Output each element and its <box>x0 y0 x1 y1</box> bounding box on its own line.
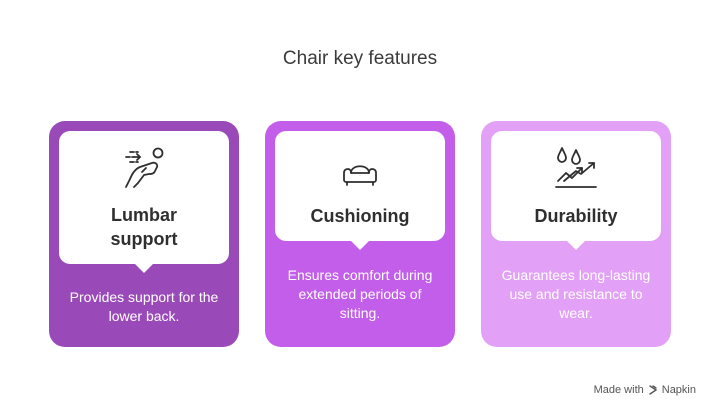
made-with-napkin-badge[interactable]: Made with Napkin <box>594 384 696 396</box>
feature-card-cushioning: Cushioning Ensures comfort during extend… <box>265 121 455 347</box>
napkin-logo-icon <box>648 384 658 396</box>
callout-pointer <box>135 264 153 273</box>
callout-pointer <box>567 241 585 250</box>
cushion-icon <box>334 143 386 195</box>
napkin-brand-label: Napkin <box>661 384 696 396</box>
made-with-label: Made with <box>593 384 644 396</box>
feature-description: Provides support for the lower back. <box>69 289 219 324</box>
feature-card-lumbar-support: Lumbar support Provides support for the … <box>49 121 239 347</box>
feature-heading: Lumbar support <box>110 205 178 249</box>
feature-card-durability: Durability Guarantees long-lasting use a… <box>481 121 671 347</box>
feature-heading: Cushioning <box>310 206 410 226</box>
diagram-title: Chair key features <box>282 48 438 69</box>
callout-pointer <box>351 241 369 250</box>
feature-card-header: Lumbar support <box>59 131 229 273</box>
feature-heading: Durability <box>534 206 618 226</box>
feature-description: Guarantees long-lasting use and resistan… <box>501 267 651 321</box>
durability-icon <box>550 143 602 195</box>
feature-description: Ensures comfort during extended periods … <box>287 267 433 321</box>
feature-card-header: Durability <box>491 131 661 250</box>
lumbar-support-icon <box>118 143 170 195</box>
feature-card-header: Cushioning <box>275 131 445 250</box>
